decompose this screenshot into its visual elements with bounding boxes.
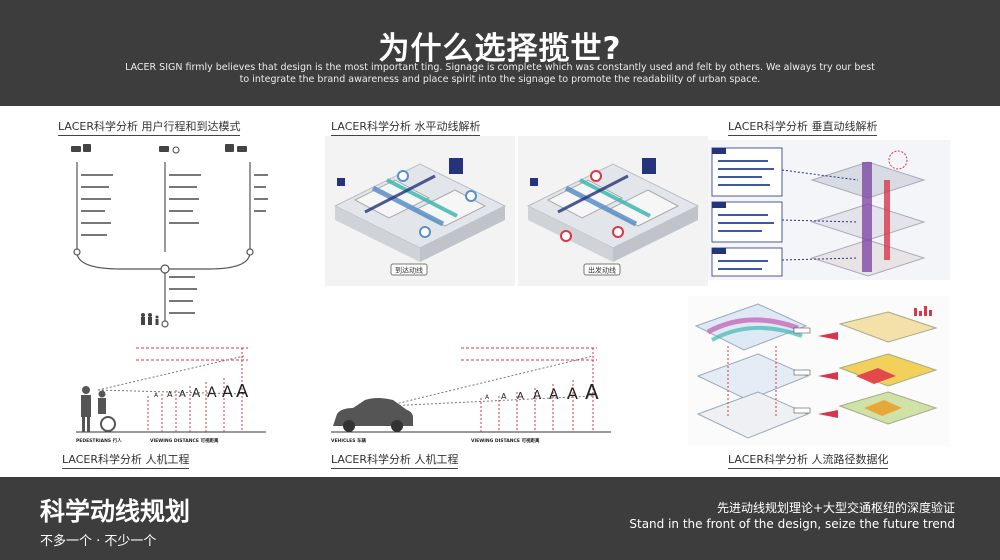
horizontal-title: LACER科学分析 水平动线解析 (331, 118, 481, 136)
svg-text:A: A (222, 382, 233, 401)
bus-icon (83, 144, 91, 152)
arrival-flow-diagram: 到达动线 (325, 136, 515, 286)
user-journey-diagram (71, 144, 268, 328)
svg-text:A: A (207, 385, 217, 401)
taxi-icon (71, 146, 81, 152)
svg-text:A: A (567, 384, 578, 403)
car-icon-2 (237, 146, 247, 152)
ergonomics-ped-title: LACER科学分析 人机工程 (62, 451, 190, 469)
pedestrians-caption: PEDESTRIANS 行人 (76, 437, 122, 444)
svg-text:A: A (154, 392, 159, 399)
svg-text:A: A (167, 390, 173, 399)
svg-text:A: A (517, 391, 524, 402)
bus-icon-2 (225, 144, 234, 152)
svg-text:A: A (501, 392, 507, 401)
footer-title: 科学动线规划 (40, 497, 191, 526)
footer-tagline-cn: 先进动线规划理论+大型交通枢纽的深度验证 (716, 501, 955, 515)
pedestrian-figures-icon (81, 386, 116, 432)
car-icon (159, 146, 169, 152)
flow-title: LACER科学分析 人流路径数据化 (728, 451, 889, 469)
footer-subtitle: 不多一个 · 不少一个 (40, 534, 157, 549)
svg-text:A: A (179, 389, 186, 400)
vertical-flow-diagram (708, 140, 950, 280)
bike-icon (172, 146, 180, 154)
pedestrians-icon (141, 313, 159, 325)
page-title: 为什么选择揽世? (378, 31, 622, 67)
ped-viewing-axis: VIEWING DISTANCE 可视距离 (150, 437, 219, 444)
intro-text: LACER SIGN firmly believes that design i… (125, 62, 875, 85)
svg-text:A: A (549, 387, 559, 403)
svg-text:A: A (533, 388, 542, 402)
header-band: 为什么选择揽世? LACER SIGN firmly believes that… (0, 0, 1000, 106)
veh-viewing-axis: VIEWING DISTANCE 可视距离 (471, 437, 540, 444)
user-journey-title: LACER科学分析 用户行程和到达模式 (58, 118, 241, 136)
ergonomics-veh-title: LACER科学分析 人机工程 (331, 451, 459, 469)
svg-text:A: A (585, 380, 599, 404)
footer-tagline-en: Stand in the front of the design, seize … (629, 517, 955, 531)
departure-flow-diagram: 出发动线 (518, 136, 708, 286)
svg-text:A: A (236, 381, 249, 402)
svg-text:A: A (485, 394, 490, 401)
svg-text:A: A (192, 386, 201, 400)
vehicles-caption: VEHICLES 车辆 (331, 437, 367, 444)
footer-band: 科学动线规划 不多一个 · 不少一个 先进动线规划理论+大型交通枢纽的深度验证 … (0, 477, 1000, 560)
car-silhouette-icon (333, 398, 413, 432)
arrival-flow-label: 到达动线 (395, 266, 423, 275)
vertical-title: LACER科学分析 垂直动线解析 (728, 118, 878, 136)
pedestrian-flow-map (688, 296, 950, 446)
departure-flow-label: 出发动线 (588, 266, 616, 275)
